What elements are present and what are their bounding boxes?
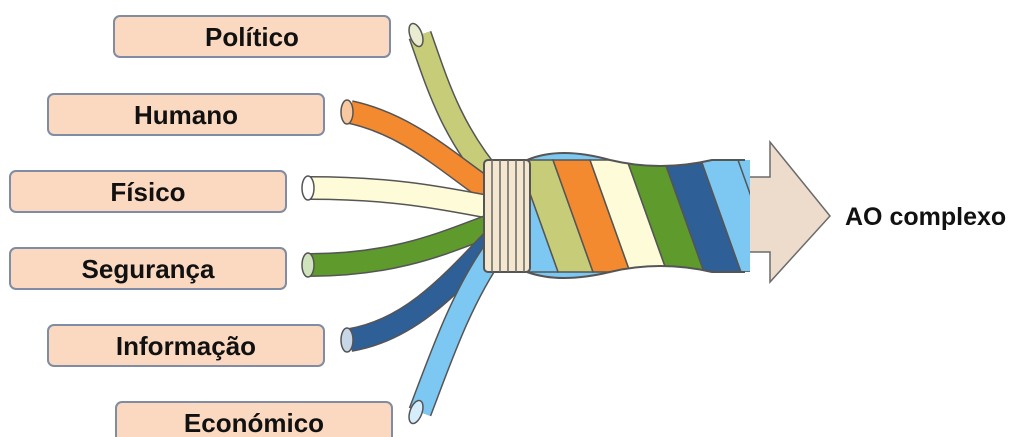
strands xyxy=(309,30,505,417)
factor-label: Político xyxy=(205,22,299,52)
strand-end-economico xyxy=(408,399,424,425)
factor-label: Humano xyxy=(134,100,238,130)
factor-label: Económico xyxy=(184,408,324,437)
factor-box xyxy=(115,401,393,437)
rope-binding xyxy=(483,159,531,273)
strand-humano-fill xyxy=(347,101,501,204)
rope-outline xyxy=(526,152,745,279)
factor-box xyxy=(47,324,325,367)
factor-label: Segurança xyxy=(82,254,215,284)
strand-fisico-fill xyxy=(309,177,497,219)
factor-economico: Económico xyxy=(115,401,393,437)
strand-ends xyxy=(301,22,424,425)
factor-label: Informação xyxy=(116,331,256,361)
strand-politico-fill xyxy=(410,31,503,189)
strand-end-fisico xyxy=(301,175,315,201)
factor-box xyxy=(47,93,325,136)
factor-box xyxy=(9,170,287,213)
strand-end-seguranca xyxy=(301,252,315,278)
factor-informacao: Informação xyxy=(47,324,325,367)
strand-end-informacao xyxy=(340,327,354,353)
factor-humano: Humano xyxy=(47,93,325,136)
factor-politico: Político xyxy=(113,15,391,58)
factor-seguranca: Segurança xyxy=(9,247,287,290)
result-label: AO complexo xyxy=(845,203,1006,231)
strand-seguranca-fill xyxy=(309,214,499,276)
strand-end-humano xyxy=(340,99,354,125)
factor-box xyxy=(113,15,391,58)
strand-end-politico xyxy=(408,22,424,48)
factor-label: Físico xyxy=(110,177,185,207)
factor-box xyxy=(9,247,287,290)
factor-fisico: Físico xyxy=(9,170,287,213)
